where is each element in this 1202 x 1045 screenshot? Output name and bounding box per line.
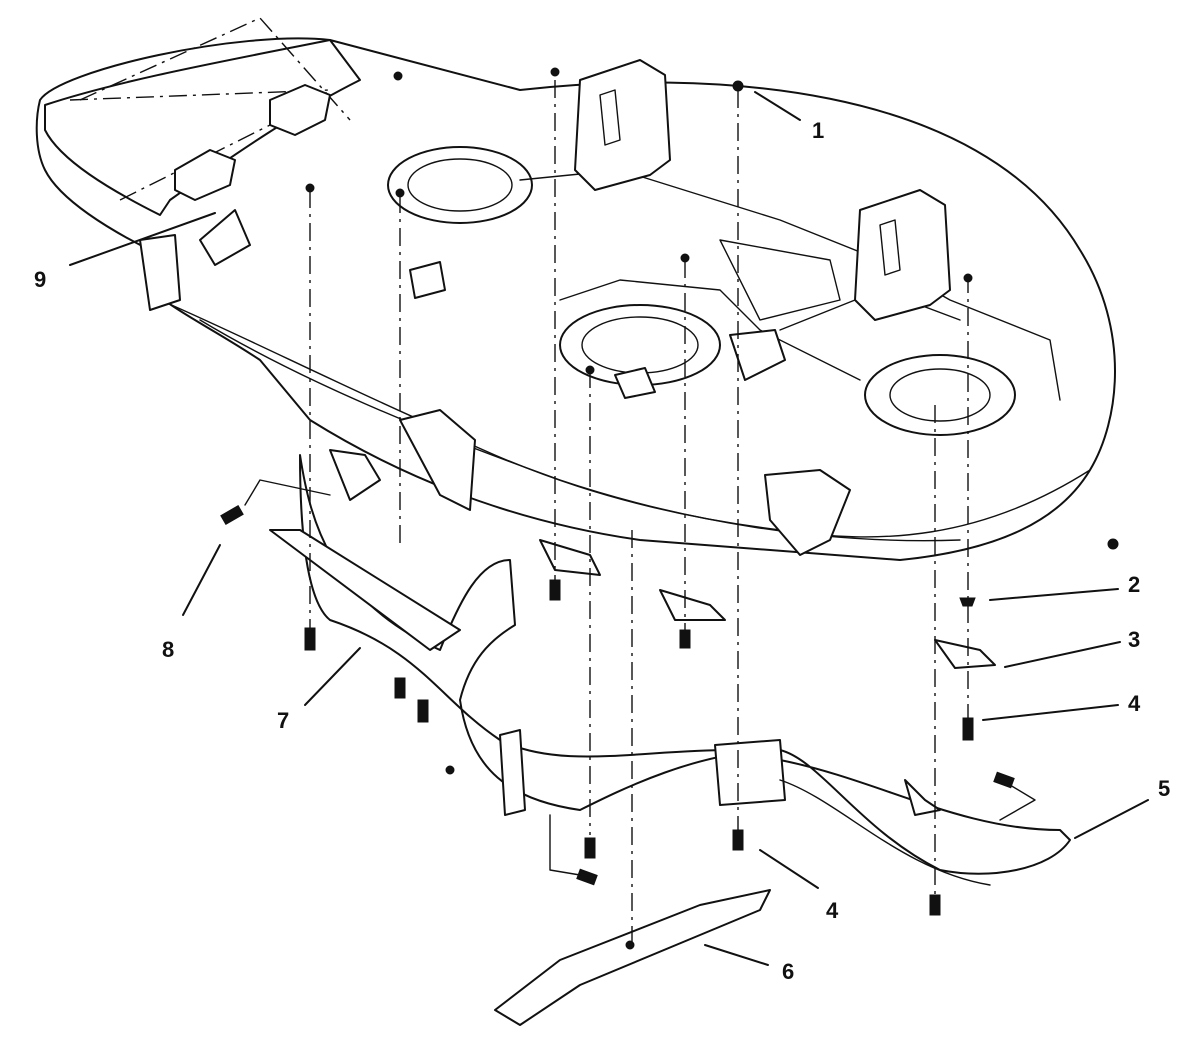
hardware-fasteners [220,67,1119,916]
callout-6: 6 [782,959,794,984]
chute-hinge-brackets [139,84,331,311]
callout-9: 9 [34,267,46,292]
callout-7: 7 [277,708,289,733]
lift-bracket-rear [854,189,951,321]
callout-1: 1 [812,118,824,143]
assembly-centerlines [309,80,969,945]
callout-labels: 1 2 3 4 5 4 6 7 8 9 [34,118,1170,984]
deck-shell [35,37,1116,561]
deck-clips [329,261,656,501]
mower-blade[interactable] [494,889,771,1026]
front-hanger-brackets [399,329,851,556]
baffle-assembly [269,454,1071,886]
spindle-opening-right [864,354,1016,436]
callout-2: 2 [1128,572,1140,597]
lift-bracket-front [574,59,671,191]
callout-8: 8 [162,637,174,662]
callout-3: 3 [1128,627,1140,652]
leader-lines [69,91,1149,966]
callout-5: 5 [1158,776,1170,801]
callout-4-lower: 4 [826,898,839,923]
callout-4-upper: 4 [1128,691,1141,716]
